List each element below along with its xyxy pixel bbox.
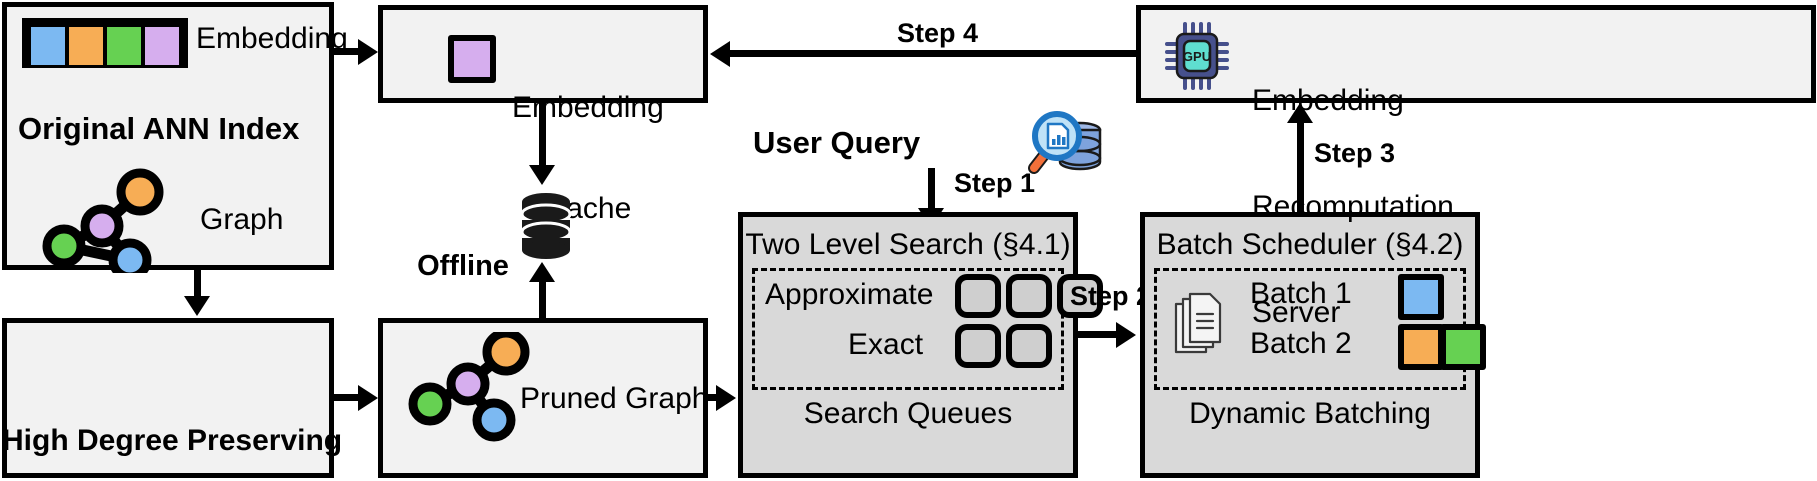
pruned-graph-label: Pruned Graph (520, 382, 709, 415)
batch-2-label: Batch 2 (1250, 327, 1352, 360)
node-green (408, 382, 452, 426)
arrow-index-to-pruning-head (184, 296, 210, 316)
batch-2-item-green (1440, 324, 1486, 370)
gpu-chip-icon: GPU (1165, 22, 1229, 90)
arrow-cache-to-storage-line (539, 103, 546, 169)
arrow-pruning-to-prunedgraph-head (358, 385, 378, 411)
arrow-prunedgraph-to-storage-line (539, 272, 546, 320)
embedding-cell-orange (69, 27, 103, 65)
embedding-cell-green (107, 27, 141, 65)
search-queues-footer: Search Queues (803, 397, 1013, 430)
queue-slot[interactable] (955, 324, 1001, 368)
arrow-index-to-cache-line (334, 48, 364, 55)
documents-stack-icon (1174, 292, 1222, 354)
recomputation-server-box (1136, 5, 1816, 103)
user-query-label: User Query (753, 125, 921, 160)
queue-slot[interactable] (1006, 324, 1052, 368)
search-queues-dashed-region (752, 268, 1064, 390)
arrow-prunedgraph-to-storage-head (529, 262, 555, 282)
two-level-search-title: Two Level Search (§4.1) (745, 228, 1071, 261)
offline-storage-label-line1: Offline (417, 249, 509, 282)
batch-1-label: Batch 1 (1250, 277, 1352, 310)
queue-slot[interactable] (955, 274, 1001, 318)
pruned-graph-visual (408, 332, 530, 442)
arrow-step2-line (1078, 331, 1124, 338)
embedding-square-icon (448, 35, 496, 83)
graph-pruning-title: High Degree Preserving Graph Pruning (§5… (2, 345, 343, 481)
embedding-cache-box (378, 5, 708, 103)
arrow-step2-head (1116, 322, 1136, 348)
arrow-index-to-cache-head (358, 39, 378, 65)
graph-pruning-title-line1: High Degree Preserving (2, 423, 343, 457)
original-ann-index-title: Original ANN Index (18, 111, 300, 146)
exact-slot-row (955, 324, 1052, 368)
approximate-slot-row (955, 274, 1103, 318)
recomputation-server-title-line2: Recomputation (1252, 189, 1454, 223)
approximate-row-label: Approximate (765, 278, 934, 311)
recomputation-server-title-line3: Server (1252, 296, 1341, 330)
embedding-label: Embedding (196, 22, 348, 55)
arrow-step1-line (928, 168, 935, 214)
node-purple (80, 204, 124, 248)
database-cylinder-icon (520, 193, 572, 259)
queue-slot[interactable] (1006, 274, 1052, 318)
search-database-icon (1028, 111, 1102, 174)
arrow-step4-head (710, 41, 730, 67)
arrow-pruning-to-prunedgraph-line (334, 394, 364, 401)
step1-label: Step 1 (954, 168, 1036, 198)
graph-label: Graph (200, 203, 284, 236)
step3-label: Step 3 (1314, 138, 1396, 168)
graph-pruning-box (2, 318, 334, 478)
node-blue (108, 238, 152, 273)
batch-scheduler-title: Batch Scheduler (§4.2) (1156, 228, 1464, 261)
arrow-step3-head (1287, 103, 1313, 123)
node-orange (482, 332, 530, 376)
recomputation-server-title: Embedding Recomputation Server (1252, 12, 1454, 401)
node-orange (116, 168, 164, 216)
node-blue (472, 398, 516, 442)
arrow-prunedgraph-to-search-head (716, 385, 736, 411)
recomputation-server-title-line1: Embedding (1252, 83, 1404, 117)
step4-label: Step 4 (897, 18, 979, 48)
ann-index-graph (42, 168, 164, 273)
arrow-step4-line (728, 50, 1138, 57)
embedding-cache-title-line1: Embedding (512, 91, 664, 125)
gpu-icon-text: GPU (1183, 49, 1211, 64)
dynamic-batching-footer: Dynamic Batching (1189, 397, 1431, 430)
embedding-cell-blue (31, 27, 65, 65)
arrow-step3-line (1297, 120, 1304, 212)
embedding-strip (22, 18, 188, 68)
arrow-index-to-pruning-line (194, 270, 201, 300)
node-purple (446, 362, 490, 406)
node-green (42, 224, 86, 268)
step2-label: Step 2 (1070, 281, 1152, 311)
queue-slot[interactable] (1057, 274, 1103, 318)
embedding-cell-purple (145, 27, 179, 65)
arrow-cache-to-storage-head (529, 165, 555, 185)
batch-1-item-blue (1398, 274, 1444, 320)
exact-row-label: Exact (848, 328, 924, 361)
